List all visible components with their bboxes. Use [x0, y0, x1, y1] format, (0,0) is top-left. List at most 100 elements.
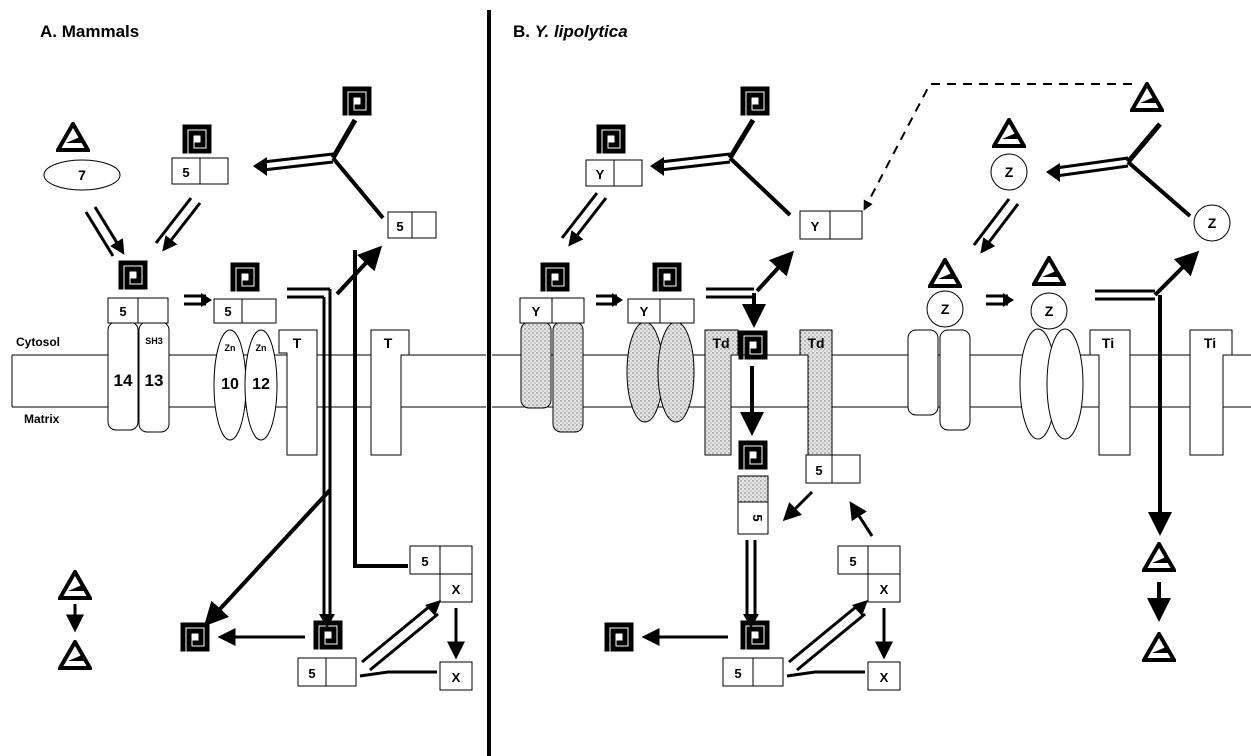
- translocon-t-label-1: T: [293, 335, 302, 351]
- pts1-cargo-icon: [743, 623, 767, 647]
- pex5-empty-slot: [868, 546, 900, 574]
- arrowhead: [612, 293, 623, 307]
- x-label: X: [880, 582, 889, 597]
- ring-protein: [658, 322, 694, 422]
- y-receptor-slot: [660, 299, 694, 323]
- x-label: X: [880, 670, 889, 685]
- pex10-label: 10: [221, 376, 239, 393]
- sh3-label: SH3: [145, 336, 163, 346]
- pts2-cargo-icon: [1144, 544, 1174, 570]
- zn-label-10: Zn: [225, 343, 236, 353]
- double-arrow: [362, 606, 430, 662]
- pex5-label: 5: [421, 554, 428, 569]
- arrowhead: [253, 157, 267, 176]
- double-arrow: [95, 207, 122, 251]
- pex7-label: 7: [78, 167, 86, 183]
- branch-line: [730, 158, 790, 215]
- pts1-cargo-icon: [543, 265, 567, 289]
- pts1-cargo-icon: [607, 625, 631, 649]
- pts2-cargo-icon: [58, 124, 88, 150]
- arrowhead: [201, 293, 212, 307]
- docking-protein: [553, 322, 583, 432]
- pex5-empty-slot: [326, 658, 356, 686]
- pts1-cargo-icon: [599, 127, 623, 151]
- y-label: Y: [811, 219, 820, 234]
- y-label: Y: [596, 167, 605, 182]
- y-label: Y: [640, 304, 649, 319]
- pts1-cargo-icon: [185, 127, 209, 151]
- translocon-td-label-1: Td: [712, 335, 729, 351]
- pex5-empty-slot: [242, 299, 276, 323]
- translocon-ti-label-1: Ti: [1102, 335, 1114, 351]
- arrow: [786, 492, 812, 518]
- recycling-arrow: [1155, 255, 1195, 295]
- pts2-cargo-icon: [994, 120, 1024, 146]
- pts1-cargo-icon: [183, 625, 207, 649]
- zn-label-12: Zn: [256, 343, 267, 353]
- pts2-cargo-icon: [1034, 258, 1064, 284]
- pex5-label: 5: [119, 304, 126, 319]
- pts1-cargo-icon: [121, 263, 145, 287]
- pts1-cargo-icon: [741, 333, 765, 357]
- pex5-label: 5: [182, 165, 189, 180]
- z-label: Z: [1005, 164, 1014, 180]
- double-arrow: [86, 212, 113, 256]
- y-label: Y: [532, 304, 541, 319]
- pex5-empty-slot: [138, 298, 168, 323]
- pex5-empty-slot: [440, 546, 472, 574]
- branch-line: [333, 120, 355, 158]
- pex5-empty-slot: [832, 455, 860, 483]
- docked-receptor: [738, 476, 768, 502]
- y-receptor-slot: [552, 298, 584, 323]
- pts1-cargo-icon: [655, 265, 679, 289]
- z-label: Z: [1045, 303, 1054, 319]
- docking-protein: [908, 330, 938, 415]
- pts1-cargo-icon: [233, 265, 257, 289]
- translocon-ti-label-2: Ti: [1204, 335, 1216, 351]
- recycling-arrow: [337, 250, 378, 294]
- branch-line: [1128, 124, 1160, 162]
- pts1-cargo-icon: [345, 89, 369, 113]
- ring-protein: [1047, 329, 1083, 439]
- docking-protein: [940, 330, 970, 430]
- pex5-empty-slot: [200, 158, 228, 184]
- docking-protein: [521, 322, 551, 408]
- pex5-label: 5: [224, 304, 231, 319]
- translocon-t-label-2: T: [384, 335, 393, 351]
- pts1-cargo-icon: [743, 89, 767, 113]
- pex5-empty-slot: [753, 658, 783, 686]
- double-arrow: [797, 614, 865, 670]
- double-arrow: [370, 614, 438, 670]
- pex5-label: 5: [734, 666, 741, 681]
- arrow: [852, 505, 872, 536]
- pts2-cargo-icon: [930, 260, 960, 286]
- pex5-label: 5: [308, 666, 315, 681]
- branch-line: [730, 120, 753, 158]
- pex14-label: 14: [114, 371, 133, 390]
- z-label: Z: [1208, 215, 1217, 231]
- arrowhead: [650, 157, 664, 176]
- pts2-cargo-icon: [1144, 634, 1174, 660]
- branch-line: [333, 158, 383, 218]
- pex5-label: 5: [849, 554, 856, 569]
- arrow: [787, 672, 865, 676]
- double-arrow: [263, 154, 333, 162]
- recycling-arrow: [757, 255, 790, 291]
- pts2-cargo-icon: [60, 642, 90, 668]
- arrowhead: [1003, 293, 1014, 307]
- double-arrow: [263, 162, 333, 170]
- z-label: Z: [941, 301, 950, 317]
- pex12-label: 12: [252, 376, 270, 393]
- pts2-cargo-icon: [60, 572, 90, 598]
- pts2-cargo-icon: [1132, 84, 1162, 110]
- pex5-empty-slot: [412, 212, 436, 238]
- pex5-label: 5: [396, 219, 403, 234]
- x-label: X: [452, 670, 461, 685]
- pex13-label: 13: [145, 371, 164, 390]
- double-arrow: [789, 606, 857, 662]
- pts1-cargo-icon: [741, 443, 765, 467]
- translocon-td-label-2: Td: [807, 335, 824, 351]
- branch-line: [1128, 162, 1190, 216]
- pex5-label: 5: [815, 463, 822, 478]
